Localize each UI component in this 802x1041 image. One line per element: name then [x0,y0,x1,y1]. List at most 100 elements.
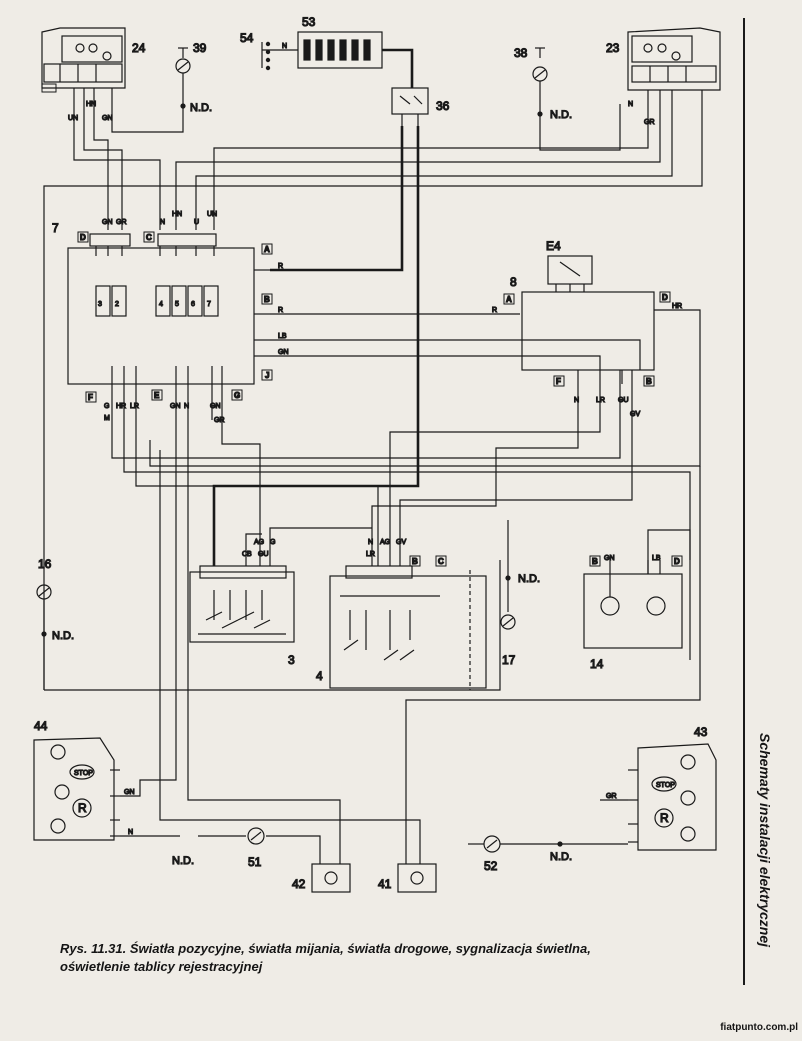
relay-36 [391,87,429,126]
headlamp-wiring [43,100,703,690]
wire-thick-switch [212,126,420,566]
label-24: 24 [132,41,146,55]
label-14: 14 [590,657,604,671]
rear-lamp-left-44 [33,737,120,841]
connector-d-8: D [662,293,668,302]
site-watermark: fiatpunto.com.pl [720,1022,798,1033]
label-e4: E4 [546,239,561,253]
wire-n-54: N [282,43,287,50]
indicator-switch-4 [329,565,487,690]
connector-d-7: D [80,233,86,242]
label-3: 3 [288,653,295,667]
wire-gn-label: GN [278,349,289,356]
headlamp-left-24 [41,27,126,100]
wire-r-thick [270,126,404,272]
label-36: 36 [436,99,450,113]
label-41: 41 [378,877,392,891]
wire-lb [270,339,641,370]
fusebox-bottom-wiring [111,370,691,840]
caption-line-1: Rys. 11.31. Światła pozycyjne, światła m… [60,941,591,956]
connector-c-7: C [146,233,152,242]
ground-51 [247,827,265,845]
label-4: 4 [316,669,323,683]
ground-label-51: N.D. [172,855,194,867]
connector-g-7: G [234,391,240,400]
connector-d-14: D [674,557,680,566]
plate-lamp-41 [397,840,437,893]
wire-g-3: G [270,539,275,546]
fuse-label-5: 5 [175,301,179,308]
wire-gv-4: GV [396,539,406,546]
plate-lamp-42 [311,856,351,893]
wire-gn-14: GN [604,555,615,562]
label-38: 38 [514,46,528,60]
headlamp-right-23 [627,27,721,104]
connector-f-8: F [556,377,561,386]
label-39: 39 [193,41,207,55]
label-16: 16 [38,557,52,571]
wire-ag-3: AG [254,539,264,546]
connector-f-7: F [88,393,93,402]
wire-gn-24: GN [102,115,113,122]
wire-mr-fb: M [104,415,110,422]
wire-gr-7: GR [116,219,127,226]
connector-a-7: A [264,245,270,254]
ground-label-17: N.D. [518,573,540,585]
fuse-label-7: 7 [207,301,211,308]
connector-c-4: C [438,557,444,566]
rear-wiring [120,450,701,856]
wire-n-23: N [628,101,633,108]
ground-17 [500,520,516,630]
fuse-box-7 [67,233,270,392]
wire-un-24: UN [68,115,78,122]
wire-lr-4: LR [366,551,375,558]
wire-u-7: U [194,219,199,226]
fuse-label-4: 4 [159,301,163,308]
wire-gr-23: GR [644,119,655,126]
wire-gv-8: GV [630,411,640,418]
ground-16 [36,560,501,691]
label-42: 42 [292,877,306,891]
connector-a-8: A [506,295,512,304]
connector-tags [77,231,273,403]
ground-38 [532,47,548,138]
wire-gn-7: GN [102,219,113,226]
wire-un-7: UN [207,211,217,218]
wire-gn-fb: GN [170,403,181,410]
label-52: 52 [484,859,498,873]
label-23: 23 [606,41,620,55]
wire-switch3-up [245,533,262,566]
relay-module-8 [521,255,672,384]
reverse-label-43: R [660,811,669,825]
stop-label-44: STOP [74,770,93,777]
connector-54 [261,41,298,71]
wire-gn-fusebox [270,355,601,370]
wire-hr-fb: HR [116,403,126,410]
caption-line-2: oświetlenie tablicy rejestracyjnej [60,959,263,974]
label-51: 51 [248,855,262,869]
connector-tags-4 [409,555,447,567]
label-53: 53 [302,15,316,29]
connector-e-7: E [154,391,160,400]
label-8: 8 [510,275,517,289]
stop-label-43: STOP [656,782,675,789]
wire-n-44: N [128,829,133,836]
ground-label-16: N.D. [52,630,74,642]
ground-39 [175,47,191,124]
fuse-label-6: 6 [191,301,195,308]
connector-b-8: B [646,377,652,386]
connector-b-4: B [412,557,418,566]
switch-53 [297,31,383,69]
label-54: 54 [240,31,254,45]
connector-b-14: B [592,557,598,566]
connector-b-7: B [264,295,270,304]
wire-r-label-2: R [278,307,283,314]
wire-n-8: N [574,397,579,404]
ground-label-39: N.D. [190,102,212,114]
wire-lb-14: LB [652,555,661,562]
wire-53-36 [382,48,414,88]
wire-cb-3: CB [242,551,252,558]
ground-52 [468,835,606,853]
